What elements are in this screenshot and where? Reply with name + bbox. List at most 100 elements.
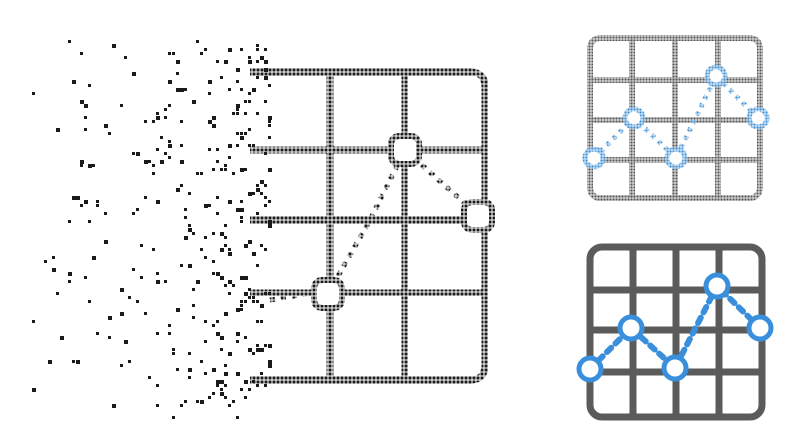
debris-pixel [268, 124, 271, 127]
debris-pixel [108, 336, 111, 339]
debris-pixel [56, 292, 59, 295]
debris-pixel [268, 168, 272, 172]
debris-pixel [224, 384, 227, 387]
debris-pixel [236, 144, 239, 147]
debris-pixel [136, 152, 140, 156]
debris-pixel [156, 332, 159, 335]
debris-pixel [164, 152, 167, 155]
debris-pixel [184, 88, 187, 91]
debris-pixel [160, 136, 163, 139]
debris-pixel [172, 52, 175, 55]
debris-pixel [248, 60, 252, 64]
debris-pixel [236, 132, 239, 135]
debris-pixel [264, 76, 268, 80]
debris-pixel [232, 172, 235, 175]
debris-pixel [172, 416, 175, 419]
flat-node [617, 314, 645, 342]
debris-pixel [240, 388, 243, 391]
grid-chart-icon-flat [576, 243, 774, 421]
debris-pixel [212, 324, 215, 327]
debris-pixel [260, 180, 264, 184]
debris-pixel [204, 340, 207, 343]
debris-pixel [264, 68, 268, 72]
debris-pixel [220, 348, 223, 351]
debris-pixel [92, 164, 95, 167]
debris-pixel [32, 320, 35, 323]
debris-pixel [84, 116, 87, 119]
debris-pixel [208, 92, 211, 95]
debris-pixel [180, 160, 184, 164]
debris-pixel [228, 352, 232, 356]
debris-pixel [240, 88, 243, 91]
halftone-node [664, 146, 688, 170]
debris-pixel [228, 88, 231, 91]
flat-node [576, 355, 604, 383]
debris-pixel [264, 196, 267, 199]
debris-pixel [236, 208, 240, 212]
debris-pixel [264, 292, 267, 295]
debris-pixel [240, 208, 244, 212]
debris-pixel [256, 44, 259, 47]
debris-pixel [224, 364, 227, 367]
debris-pixel [244, 112, 247, 115]
debris-pixel [260, 244, 263, 247]
debris-pixel [152, 172, 155, 175]
debris-pixel [52, 268, 56, 272]
debris-pixel [132, 152, 135, 155]
debris-pixel [212, 116, 216, 120]
debris-pixel [96, 332, 99, 335]
debris-pixel [236, 340, 239, 343]
debris-pixel [192, 304, 195, 307]
debris-pixel [164, 280, 167, 283]
debris-pixel [268, 224, 272, 228]
debris-pixel [144, 120, 147, 123]
debris-pixel [168, 140, 171, 143]
debris-pixel [244, 168, 247, 171]
debris-pixel [240, 276, 244, 280]
debris-pixel [176, 308, 180, 312]
debris-pixel [88, 220, 91, 223]
debris-pixel [220, 232, 224, 236]
debris-pixel [240, 200, 243, 203]
debris-pixel [244, 292, 248, 296]
debris-pixel [120, 288, 124, 292]
debris-pixel [204, 48, 207, 51]
debris-pixel [256, 76, 259, 79]
debris-pixel [204, 236, 207, 239]
debris-pixel [80, 160, 84, 164]
debris-pixel [56, 128, 60, 132]
debris-pixel [156, 384, 159, 387]
debris-pixel [184, 216, 187, 219]
debris-pixel [236, 80, 239, 83]
debris-pixel [48, 360, 52, 364]
debris-pixel [108, 132, 111, 135]
debris-pixel [180, 120, 183, 123]
debris-pixel [152, 164, 155, 167]
debris-pixel [240, 48, 243, 51]
debris-pixel [84, 200, 88, 204]
debris-pixel [220, 168, 223, 171]
pixel-node [311, 277, 345, 311]
debris-pixel [84, 128, 87, 131]
debris-pixel [212, 392, 215, 395]
debris-pixel [120, 312, 124, 316]
debris-pixel [268, 364, 272, 368]
debris-pixel [232, 400, 235, 403]
debris-pixel [168, 80, 172, 84]
debris-pixel [248, 144, 251, 147]
debris-pixel [240, 300, 243, 303]
debris-pixel [220, 336, 224, 340]
debris-pixel [124, 56, 127, 59]
debris-pixel [260, 372, 263, 375]
debris-pixel [228, 252, 232, 256]
debris-pixel [84, 276, 87, 279]
debris-pixel [140, 244, 143, 247]
debris-pixel [236, 68, 240, 72]
debris-pixel [216, 320, 219, 323]
debris-pixel [248, 240, 252, 244]
debris-pixel [72, 196, 76, 200]
debris-pixel [224, 396, 227, 399]
debris-pixel [220, 380, 224, 384]
debris-pixel [244, 380, 248, 384]
debris-pixel [164, 116, 167, 119]
